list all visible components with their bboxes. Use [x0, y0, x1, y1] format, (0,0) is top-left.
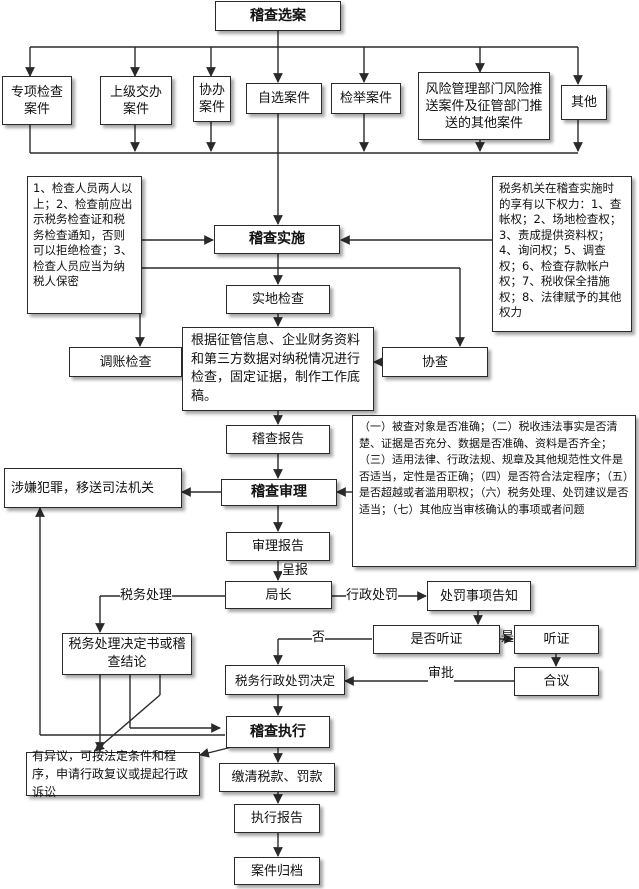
assist-check-node: 协查	[382, 347, 488, 377]
penalty-notice-node: 处罚事项告知	[427, 581, 531, 611]
account-check-node: 调账检查	[69, 347, 182, 377]
other-node: 其他	[561, 85, 607, 120]
superior-assigned-node: 上级交办案件	[100, 76, 172, 125]
crime-transfer-node: 涉嫌犯罪，移送司法机关	[4, 468, 182, 508]
assist-case-node: 协办案件	[193, 76, 231, 122]
submit-label: 呈报	[282, 563, 309, 579]
exec-report-node: 执行报告	[234, 804, 320, 833]
pay-taxes-node: 缴清税款、罚款	[219, 763, 335, 792]
tax-handling-label: 税务处理	[120, 588, 173, 604]
inspection-impl-node: 稽查实施	[214, 225, 340, 254]
inspection-report-node: 稽查报告	[226, 425, 330, 454]
review-items-note: （一）被查对象是否准确；（二）税收违法事实是否清楚、证据是否充分、数据是否准确、…	[352, 415, 636, 567]
objection-note: 有异议，可按法定条件和程序，申请行政复议或提起行政诉讼	[26, 749, 200, 799]
yes-label: 是	[501, 630, 515, 645]
evidence-collection-node: 根据征管信息、企业财务资料和第三方数据对纳税情况进行检查，固定证据，制作工作底稿…	[182, 327, 374, 411]
approve-label: 审批	[428, 666, 455, 682]
admin-penalty-decision-node: 税务行政处罚决定	[225, 665, 345, 695]
inspection-powers-note: 税务机关在稽查实施时的享有以下权力：1、查帐权；2、场地检查权；3、责成提供资料…	[492, 176, 632, 332]
hearing-question-node: 是否听证	[373, 625, 500, 654]
archive-node: 案件归档	[234, 857, 320, 885]
self-selected-node: 自选案件	[246, 83, 322, 114]
review-report-node: 审理报告	[226, 532, 330, 561]
risk-pushed-node: 风险管理部门风险推送案件及征管部门推送的其他案件	[418, 72, 550, 140]
admin-penalty-label: 行政处罚	[346, 588, 399, 604]
discussion-node: 合议	[514, 667, 599, 696]
reported-case-node: 检举案件	[331, 83, 401, 114]
case-selection-node: 稽查选案	[215, 1, 341, 31]
tax-decision-node: 税务处理决定书或稽查结论	[62, 633, 192, 675]
inspection-review-node: 稽查审理	[221, 479, 337, 506]
inspector-requirements-note: 1、检查人员两人以上；2、检查前应出示税务检查证和税务检查通知，否则可以拒绝检查…	[27, 176, 142, 314]
director-node: 局长	[225, 581, 332, 609]
special-inspection-node: 专项检查案件	[2, 76, 72, 125]
inspection-exec-node: 稽查执行	[226, 716, 330, 748]
onsite-inspection-node: 实地检查	[226, 285, 330, 314]
no-label: 否	[312, 630, 326, 646]
hearing-node: 听证	[514, 625, 599, 654]
